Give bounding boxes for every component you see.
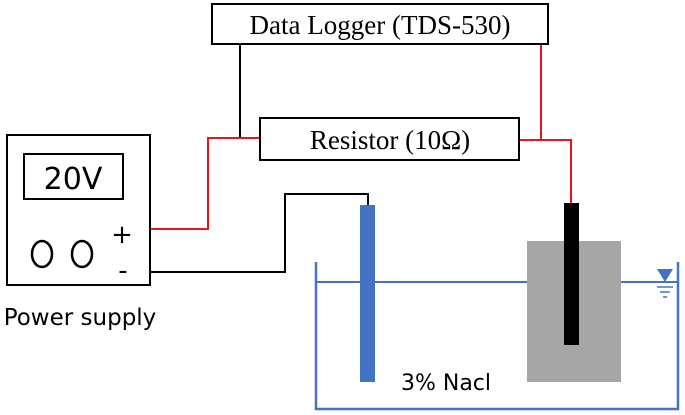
resistor-box — [259, 117, 520, 161]
knob-left — [30, 239, 54, 269]
tank-outline — [314, 262, 680, 411]
minus-terminal-label: - — [118, 256, 127, 286]
counter-electrode — [360, 205, 375, 382]
voltage-readout: 20V — [44, 162, 103, 197]
plus-terminal-label: + — [111, 220, 133, 250]
specimen-rod — [564, 203, 579, 345]
minus-to-electrode-wire — [150, 193, 369, 273]
knob-right — [70, 239, 94, 269]
data-logger-box — [211, 3, 549, 45]
data-logger-label: Data Logger (TDS-530) — [250, 10, 511, 40]
power-supply-display — [23, 153, 124, 200]
power-supply-label: Power supply — [4, 305, 157, 331]
resistor-to-specimen-wire — [519, 139, 572, 203]
red-wires — [150, 44, 572, 230]
resistor-label: Resistor (10Ω) — [310, 125, 470, 155]
plus-to-resistor-wire — [150, 137, 260, 230]
black-wires — [150, 44, 369, 273]
water-level-symbol — [657, 269, 673, 298]
solution-label: 3% Nacl — [401, 371, 491, 396]
